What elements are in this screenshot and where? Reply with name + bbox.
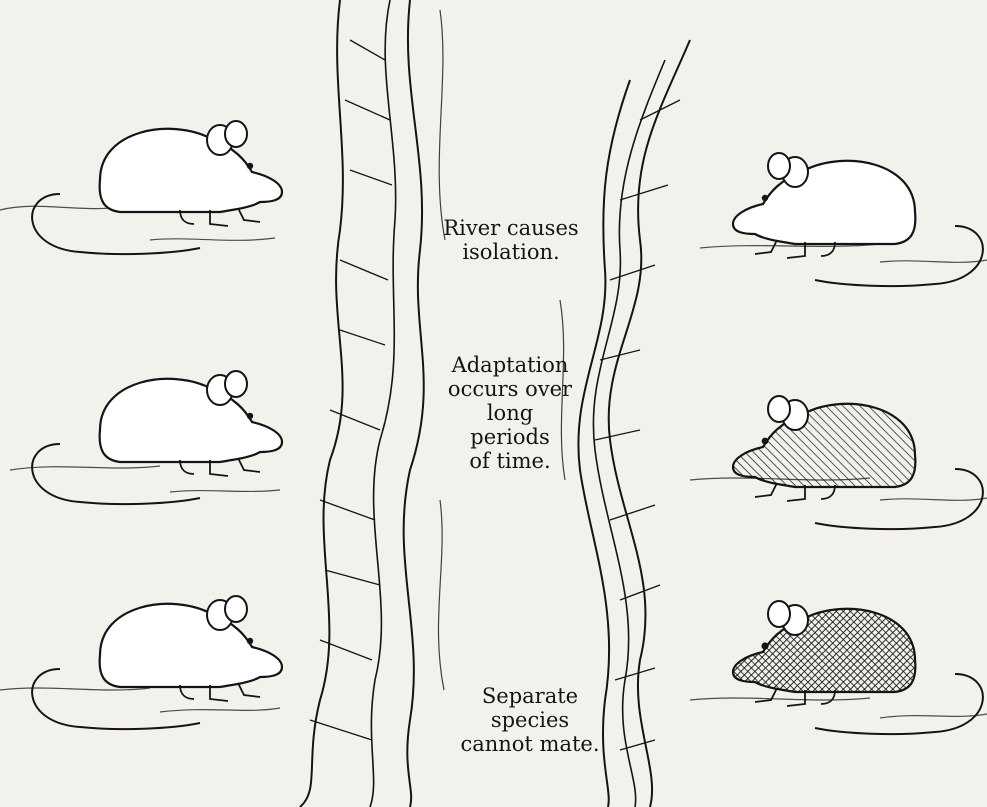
mouse-right-1 xyxy=(733,153,983,286)
caption-separate-species: Separate species cannot mate. xyxy=(455,684,605,756)
river-left-bank xyxy=(300,0,424,807)
mouse-left-3 xyxy=(32,596,282,729)
mouse-right-2 xyxy=(733,396,983,529)
mouse-right-3 xyxy=(733,601,983,734)
caption-adaptation: Adaptation occurs over long periods of t… xyxy=(440,353,580,473)
caption-isolation: River causes isolation. xyxy=(440,216,582,264)
river-water-lines xyxy=(438,10,565,690)
mouse-left-1 xyxy=(32,121,282,254)
mouse-left-2 xyxy=(32,371,282,504)
